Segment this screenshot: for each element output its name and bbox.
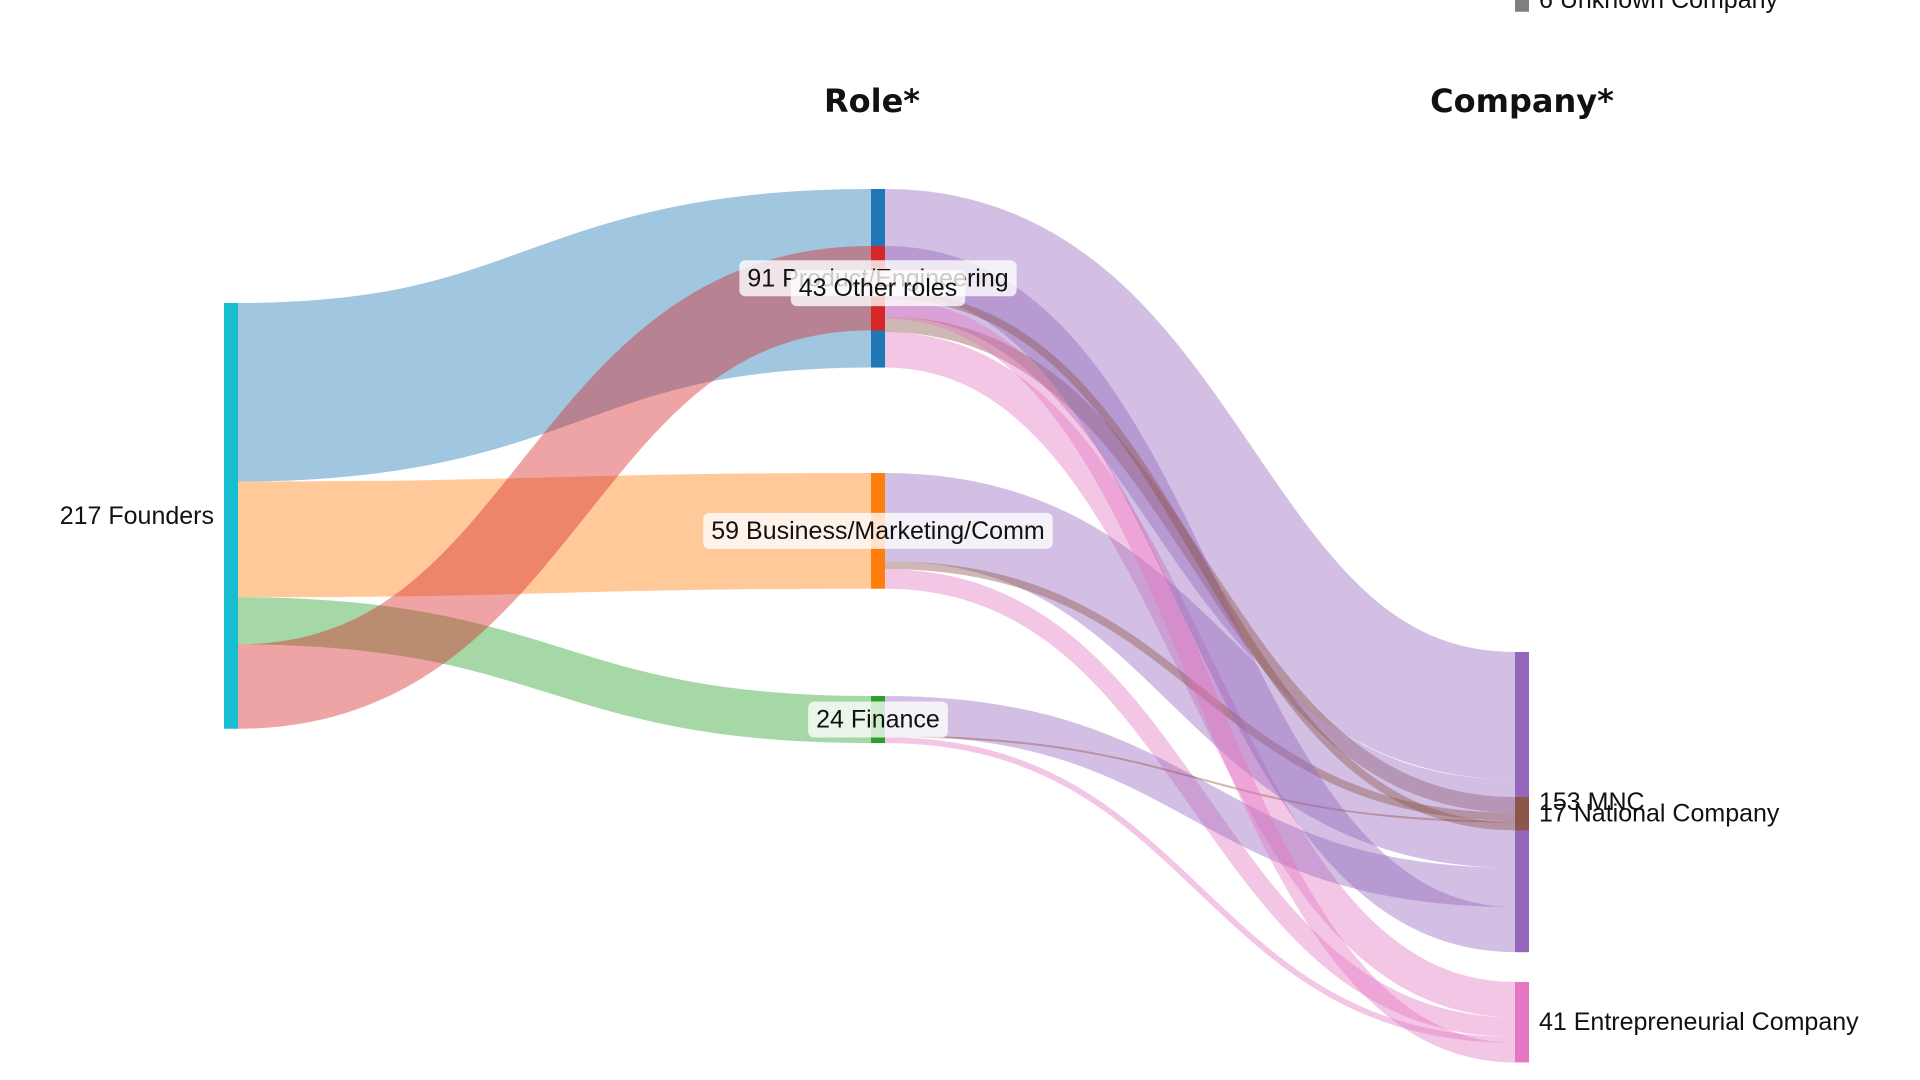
node-founders	[224, 303, 238, 729]
node-label-nat: 17 National Company	[1539, 800, 1780, 828]
link-fin-to-nat	[884, 735, 1516, 823]
node-label-other: 43 Other roles	[799, 274, 957, 302]
node-label-founders: 217 Founders	[60, 502, 214, 530]
node-label-mnc: 153 MNC	[1539, 788, 1645, 816]
node-label-fin: 24 Finance	[816, 706, 940, 734]
node-unk	[1515, 0, 1529, 12]
node-label-bg-fin	[808, 701, 948, 738]
node-label-unk: 6 Unknown Company	[1539, 0, 1779, 14]
node-label-bg-other	[790, 270, 966, 307]
link-founders-to-other	[237, 246, 872, 729]
link-other-to-ent	[884, 298, 1516, 1063]
node-label-biz: 59 Business/Marketing/Comm	[711, 517, 1044, 545]
node-label-bg-biz	[703, 512, 1053, 549]
link-founders-to-fin	[237, 597, 872, 744]
node-label-ent: 41 Entrepreneurial Company	[1539, 1008, 1859, 1036]
links-layer	[237, 189, 1517, 1063]
link-biz-to-ent	[884, 569, 1516, 1037]
link-other-to-nat	[884, 291, 1516, 831]
link-prod-to-ent	[884, 332, 1516, 1018]
node-nat	[1515, 797, 1529, 831]
link-other-to-mnc	[884, 246, 1516, 953]
node-ent	[1515, 982, 1529, 1063]
column-title-role: Role*	[824, 82, 920, 120]
link-biz-to-nat	[884, 561, 1516, 821]
link-prod-to-nat	[884, 316, 1516, 813]
link-fin-to-mnc	[884, 696, 1516, 908]
link-fin-to-ent	[884, 737, 1516, 1043]
column-title-company: Company*	[1430, 82, 1614, 120]
